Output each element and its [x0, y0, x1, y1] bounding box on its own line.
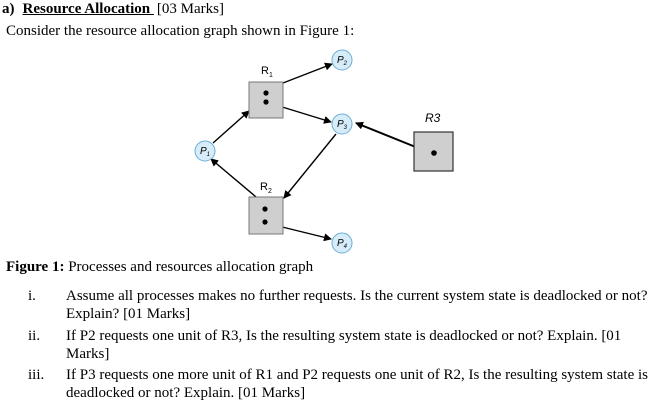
- question-marks: [03 Marks]: [156, 1, 224, 17]
- question-number: a): [2, 1, 15, 17]
- question-text: If P2 requests one unit of R3, Is the re…: [66, 328, 622, 362]
- svg-text:P2: P2: [337, 55, 348, 67]
- resource-allocation-graph: R1 R2 R3 P1 P2 P3 P4: [194, 49, 454, 254]
- edge-r1-to-p2: [282, 62, 333, 84]
- r2-instance-dot: [262, 206, 268, 212]
- process-p1: P1: [194, 140, 216, 162]
- process-p2: P2: [331, 49, 353, 71]
- r1-instance-dot: [263, 99, 269, 105]
- figure-caption: Figure 1: Processes and resources alloca…: [6, 258, 313, 276]
- question-numeral: i.: [28, 288, 36, 304]
- edge-r2-to-p1: [210, 158, 263, 203]
- question-text: Assume all processes makes no further re…: [66, 288, 648, 322]
- r1-instance-dot: [263, 90, 269, 96]
- resource-r2: [248, 196, 284, 235]
- figure-caption-text: Processes and resources allocation graph: [64, 259, 314, 275]
- resource-r3-label: R3: [425, 111, 441, 125]
- figure-caption-label: Figure 1:: [6, 259, 65, 275]
- question-text: If P3 requests one more unit of R1 and P…: [66, 367, 649, 401]
- question-numeral: iii.: [28, 367, 45, 383]
- r3-instance-dot: [431, 150, 437, 156]
- intro-text: Consider the resource allocation graph s…: [6, 23, 355, 39]
- question-heading: a) Resource Allocation [03 Marks]: [2, 0, 224, 18]
- svg-text:P4: P4: [337, 238, 348, 250]
- r2-instance-dot: [262, 219, 268, 225]
- process-p3: P3: [331, 113, 353, 135]
- process-p4: P4: [331, 232, 353, 254]
- question-numeral: ii.: [28, 328, 41, 344]
- question-title: Resource Allocation: [22, 1, 154, 17]
- edge-p3-to-r2: [283, 133, 337, 199]
- svg-text:P1: P1: [200, 146, 210, 158]
- resource-r2-label: R2: [260, 181, 272, 195]
- svg-text:P3: P3: [337, 119, 348, 131]
- edge-p1-to-r1: [212, 110, 250, 144]
- resource-r1-label: R1: [261, 65, 273, 79]
